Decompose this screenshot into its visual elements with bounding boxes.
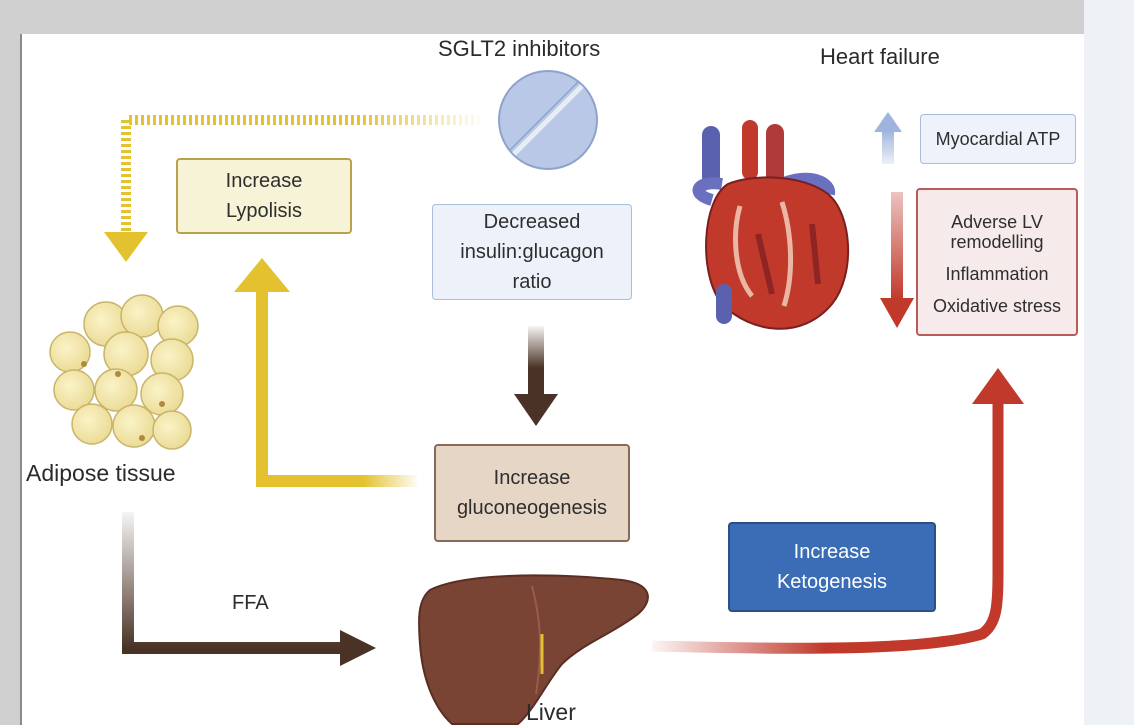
- ffa-label: FFA: [232, 592, 269, 614]
- gluconeogenesis-line-2: gluconeogenesis: [456, 497, 608, 519]
- insulin-ratio-line-3: ratio: [512, 271, 552, 293]
- down-arrow-icon: [880, 192, 914, 328]
- adipose-tissue-icon: [49, 294, 199, 450]
- insulin-ratio-line-2: insulin:glucagon: [460, 241, 604, 263]
- lypolisis-line-1: Increase: [225, 170, 303, 192]
- red-ketone-arrow: [651, 368, 1024, 654]
- gluconeogenesis-box: Increase gluconeogenesis: [434, 444, 630, 542]
- myocardial-atp-box: Myocardial ATP: [920, 114, 1076, 164]
- diagram-canvas: SGLT2 inhibitors Heart failure Adipose t…: [22, 34, 1084, 725]
- adverse-line-4: Oxidative stress: [932, 296, 1062, 316]
- liver-label: Liver: [526, 699, 576, 725]
- adverse-line-3: Inflammation: [945, 264, 1049, 284]
- liver-icon: [418, 574, 649, 725]
- right-panel: [1084, 0, 1134, 725]
- up-arrow-icon: [874, 112, 902, 164]
- sglt2-label: SGLT2 inhibitors: [438, 36, 601, 61]
- insulin-ratio-line-1: Decreased: [483, 211, 581, 233]
- heart-failure-title: Heart failure: [820, 44, 940, 69]
- left-bar: [0, 34, 22, 725]
- diagram-graphics: [49, 70, 1024, 725]
- top-bar: [0, 0, 1084, 34]
- heart-icon: [692, 120, 849, 330]
- ketogenesis-box: Increase Ketogenesis: [728, 522, 936, 612]
- ketogenesis-line-2: Ketogenesis: [776, 571, 888, 593]
- pill-icon: [498, 70, 598, 170]
- ketogenesis-line-1: Increase: [793, 541, 871, 563]
- lypolisis-box: Increase Lypolisis: [176, 158, 352, 234]
- adverse-effects-box: Adverse LV remodelling Inflammation Oxid…: [916, 188, 1078, 336]
- ffa-arrow: [122, 512, 376, 666]
- gluconeogenesis-line-1: Increase: [493, 467, 571, 489]
- adverse-line-1: Adverse LV: [951, 212, 1043, 232]
- adverse-line-2: remodelling: [950, 232, 1044, 252]
- lypolisis-line-2: Lypolisis: [226, 200, 302, 222]
- yellow-lypolisis-arrow: [234, 258, 417, 487]
- brown-down-arrow: [514, 326, 558, 426]
- adipose-tissue-label: Adipose tissue: [26, 460, 176, 486]
- myocardial-atp-text: Myocardial ATP: [935, 129, 1061, 149]
- dotted-yellow-arrow: [104, 115, 480, 262]
- insulin-ratio-box: Decreased insulin:glucagon ratio: [432, 204, 632, 300]
